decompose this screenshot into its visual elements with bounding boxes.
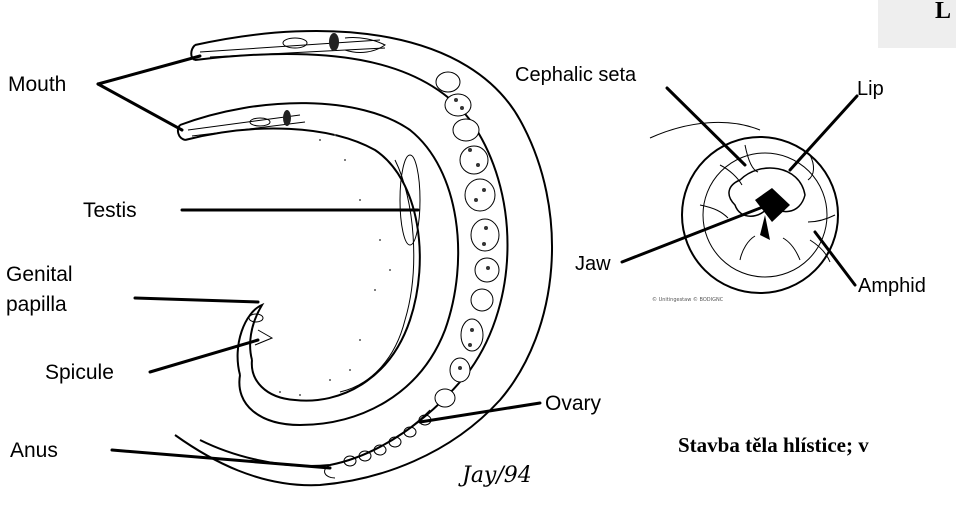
- figure-caption: Stavba těla hlístice; v: [678, 433, 869, 457]
- label-amphid: Amphid: [858, 275, 926, 297]
- artist-signature: Jay/94: [458, 463, 532, 488]
- label-jaw: Jaw: [575, 253, 611, 275]
- label-anus: Anus: [10, 439, 58, 462]
- label-testis: Testis: [83, 199, 137, 222]
- female-nematode-illustration: [175, 31, 552, 485]
- label-spicule: Spicule: [45, 361, 114, 384]
- label-cephalic-seta: Cephalic seta: [515, 64, 637, 86]
- label-genital-papilla-line2: papilla: [6, 293, 67, 316]
- male-nematode-illustration: [178, 103, 458, 425]
- illustration-credit: © Unitingestaw © BODIGNC: [652, 296, 724, 303]
- label-ovary: Ovary: [545, 392, 602, 415]
- label-genital-papilla-line1: Genital: [6, 263, 73, 286]
- corner-letter: L: [935, 0, 951, 24]
- label-mouth: Mouth: [8, 73, 66, 96]
- label-lip: Lip: [857, 78, 884, 100]
